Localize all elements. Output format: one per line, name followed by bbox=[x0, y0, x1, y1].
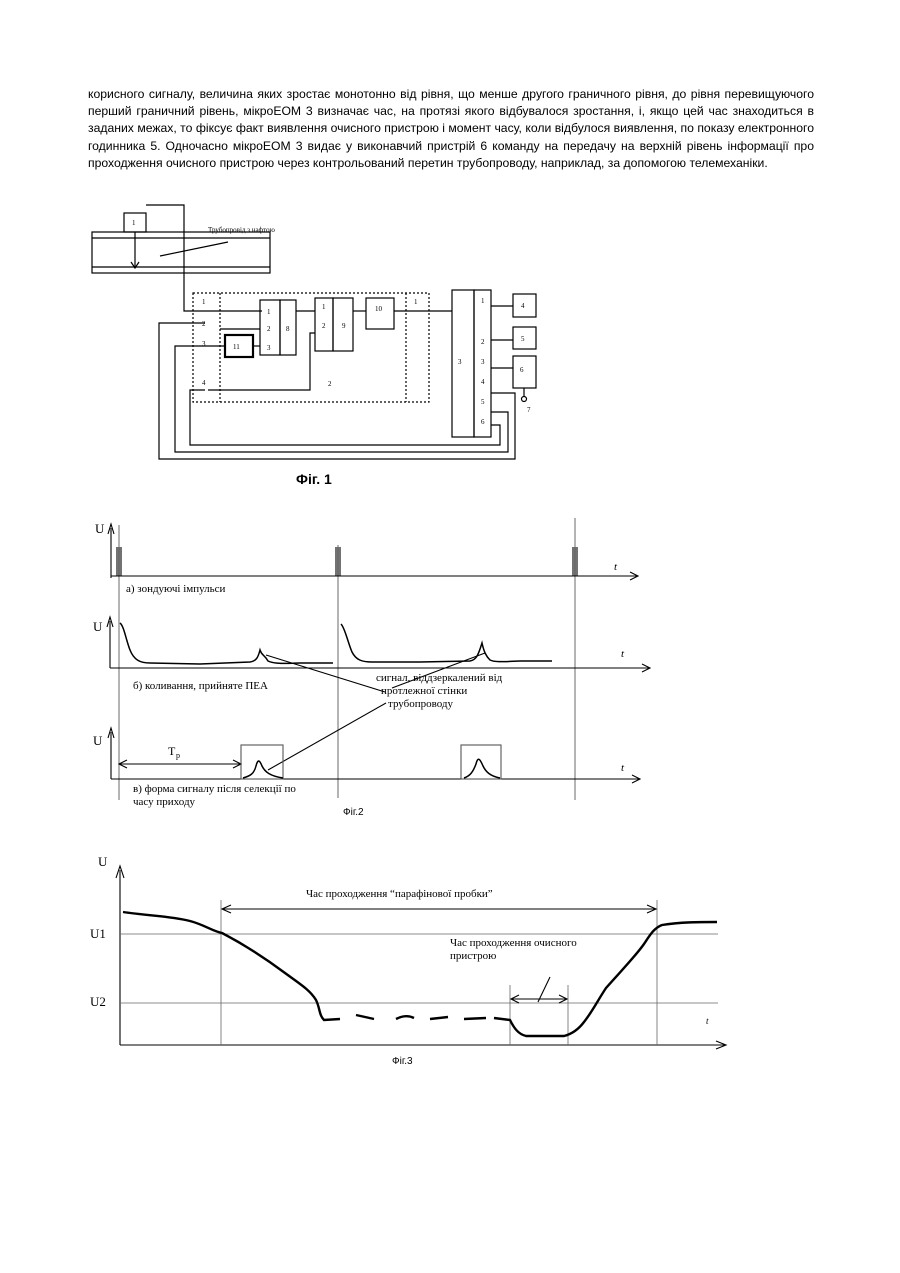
fig3-t-label: t bbox=[706, 1016, 709, 1026]
fig3-u1-label: U1 bbox=[90, 926, 106, 941]
fig3-dashed-segment bbox=[356, 1015, 486, 1019]
fig3-pig-label-1: Час проходження очисного bbox=[450, 937, 577, 949]
fig3-pig-label-2: пристрою bbox=[450, 950, 496, 962]
fig3-u2-label: U2 bbox=[90, 994, 106, 1009]
fig3-signal-curve bbox=[123, 912, 340, 1020]
fig3-paraffin-label: Час проходження “парафінової пробки” bbox=[306, 888, 493, 900]
fig3-u-label: U bbox=[98, 854, 108, 869]
fig3-caption: Фіг.3 bbox=[392, 1056, 413, 1067]
